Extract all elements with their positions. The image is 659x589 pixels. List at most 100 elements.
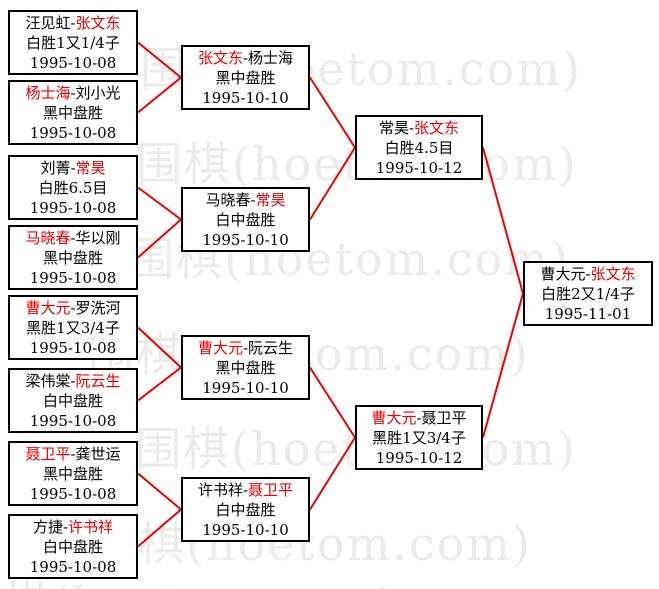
match-date: 1995-10-08 bbox=[29, 199, 117, 217]
match-result: 白中盘胜 bbox=[215, 211, 276, 229]
player-name: 刘菁 bbox=[40, 159, 71, 177]
player-name: 马晓春 bbox=[205, 191, 251, 209]
player-name: 汪见虹 bbox=[25, 14, 71, 32]
connector-line bbox=[137, 76, 182, 114]
match-date: 1995-10-08 bbox=[29, 412, 117, 430]
match-players: 方捷-许书祥 bbox=[32, 518, 114, 536]
match-result: 白胜4.5目 bbox=[384, 139, 454, 157]
match-date: 1995-10-08 bbox=[29, 558, 117, 576]
player-name: 曹大元 bbox=[25, 299, 71, 317]
player-name: 阮云生 bbox=[75, 372, 121, 390]
player-name: 龚世运 bbox=[75, 445, 121, 463]
connector-line bbox=[137, 326, 182, 369]
match-players: 曹大元-聂卫平 bbox=[371, 409, 467, 427]
player-name: 张文东 bbox=[197, 49, 243, 67]
match-box-round-2-2: 马晓春-常昊白中盘胜 1995-10-10 bbox=[181, 187, 310, 252]
player-name: 曹大元 bbox=[197, 339, 243, 357]
match-result: 白中盘胜 bbox=[215, 501, 276, 519]
match-date: 1995-10-12 bbox=[375, 159, 463, 177]
match-result: 黑胜1又3/4子 bbox=[372, 429, 466, 447]
player-name: 杨士海 bbox=[248, 49, 294, 67]
match-result: 黑中盘胜 bbox=[215, 69, 276, 87]
match-date: 1995-10-08 bbox=[29, 485, 117, 503]
player-name: 华以刚 bbox=[75, 229, 121, 247]
player-name: 常昊 bbox=[255, 191, 286, 209]
match-players: 汪见虹-张文东 bbox=[25, 14, 121, 32]
match-players: 常昊-张文东 bbox=[378, 119, 460, 137]
connector-line bbox=[309, 436, 356, 511]
match-result: 白中盘胜 bbox=[42, 538, 103, 556]
connector-line bbox=[137, 186, 182, 221]
match-date: 1995-10-08 bbox=[29, 339, 117, 357]
match-box-semifinal-1: 常昊-张文东白胜4.5目 1995-10-12 bbox=[355, 115, 483, 180]
match-players: 梁伟棠-阮云生 bbox=[25, 372, 121, 390]
match-date: 1995-10-08 bbox=[29, 54, 117, 72]
match-date: 1995-10-10 bbox=[202, 521, 289, 539]
connector-line bbox=[482, 147, 524, 294]
match-box-round-1-1: 汪见虹-张文东白胜1又1/4子 1995-10-08 bbox=[8, 10, 138, 75]
match-players: 杨士海-刘小光 bbox=[25, 84, 121, 102]
player-name: 刘小光 bbox=[75, 84, 121, 102]
player-name: 曹大元 bbox=[540, 265, 586, 283]
match-box-round-1-8: 方捷-许书祥白中盘胜 1995-10-08 bbox=[8, 514, 138, 579]
match-players: 张文东-杨士海 bbox=[197, 49, 294, 67]
connector-line bbox=[137, 472, 182, 511]
match-date: 1995-10-10 bbox=[202, 89, 289, 107]
match-result: 黑胜1又3/4子 bbox=[26, 319, 120, 337]
connector-line bbox=[137, 41, 182, 79]
match-date: 1995-10-12 bbox=[375, 449, 463, 467]
match-box-round-2-4: 许书祥-聂卫平白中盘胜 1995-10-10 bbox=[181, 477, 310, 542]
match-result: 黑中盘胜 bbox=[42, 249, 103, 267]
connector-line bbox=[309, 146, 356, 221]
player-name: 聂卫平 bbox=[248, 481, 294, 499]
match-date: 1995-11-01 bbox=[544, 305, 632, 323]
match-players: 马晓春-常昊 bbox=[205, 191, 286, 209]
player-name: 张文东 bbox=[414, 119, 460, 137]
match-players: 聂卫平-龚世运 bbox=[25, 445, 121, 463]
match-players: 曹大元-阮云生 bbox=[197, 339, 294, 357]
connector-line bbox=[309, 366, 356, 439]
match-players: 刘菁-常昊 bbox=[40, 159, 106, 177]
connector-line bbox=[137, 366, 182, 402]
player-name: 张文东 bbox=[75, 14, 121, 32]
match-box-round-2-1: 张文东-杨士海黑中盘胜 1995-10-10 bbox=[181, 45, 310, 110]
player-name: 杨士海 bbox=[25, 84, 71, 102]
match-box-round-2-3: 曹大元-阮云生黑中盘胜 1995-10-10 bbox=[181, 335, 310, 400]
player-name: 常昊 bbox=[75, 159, 106, 177]
match-players: 曹大元-罗洗河 bbox=[25, 299, 121, 317]
match-date: 1995-10-10 bbox=[202, 231, 289, 249]
match-result: 白胜1又1/4子 bbox=[26, 34, 120, 52]
player-name: 聂卫平 bbox=[421, 409, 467, 427]
watermark-text: 围棋(hoetom.com) bbox=[135, 413, 577, 479]
match-result: 黑中盘胜 bbox=[42, 104, 103, 122]
match-result: 白胜2又1/4子 bbox=[541, 285, 635, 303]
match-players: 许书祥-聂卫平 bbox=[197, 481, 294, 499]
player-name: 方捷 bbox=[32, 518, 63, 536]
player-name: 张文东 bbox=[590, 265, 636, 283]
match-box-round-1-5: 曹大元-罗洗河黑胜1又3/4子 1995-10-08 bbox=[8, 295, 138, 360]
match-box-round-1-4: 马晓春-华以刚黑中盘胜 1995-10-08 bbox=[8, 225, 138, 290]
match-result: 黑中盘胜 bbox=[215, 359, 276, 377]
match-date: 1995-10-08 bbox=[29, 269, 117, 287]
connector-line bbox=[309, 76, 356, 149]
player-name: 许书祥 bbox=[197, 481, 243, 499]
connector-line bbox=[137, 218, 182, 259]
match-players: 马晓春-华以刚 bbox=[25, 229, 121, 247]
player-name: 许书祥 bbox=[68, 518, 114, 536]
match-box-final-1: 曹大元-张文东白胜2又1/4子 1995-11-01 bbox=[523, 261, 653, 326]
player-name: 曹大元 bbox=[371, 409, 417, 427]
player-name: 聂卫平 bbox=[25, 445, 71, 463]
match-date: 1995-10-10 bbox=[202, 379, 289, 397]
player-name: 常昊 bbox=[378, 119, 409, 137]
player-name: 阮云生 bbox=[248, 339, 294, 357]
match-box-semifinal-2: 曹大元-聂卫平黑胜1又3/4子 1995-10-12 bbox=[355, 405, 483, 470]
match-players: 曹大元-张文东 bbox=[540, 265, 636, 283]
player-name: 马晓春 bbox=[25, 229, 71, 247]
connector-line bbox=[482, 293, 524, 438]
